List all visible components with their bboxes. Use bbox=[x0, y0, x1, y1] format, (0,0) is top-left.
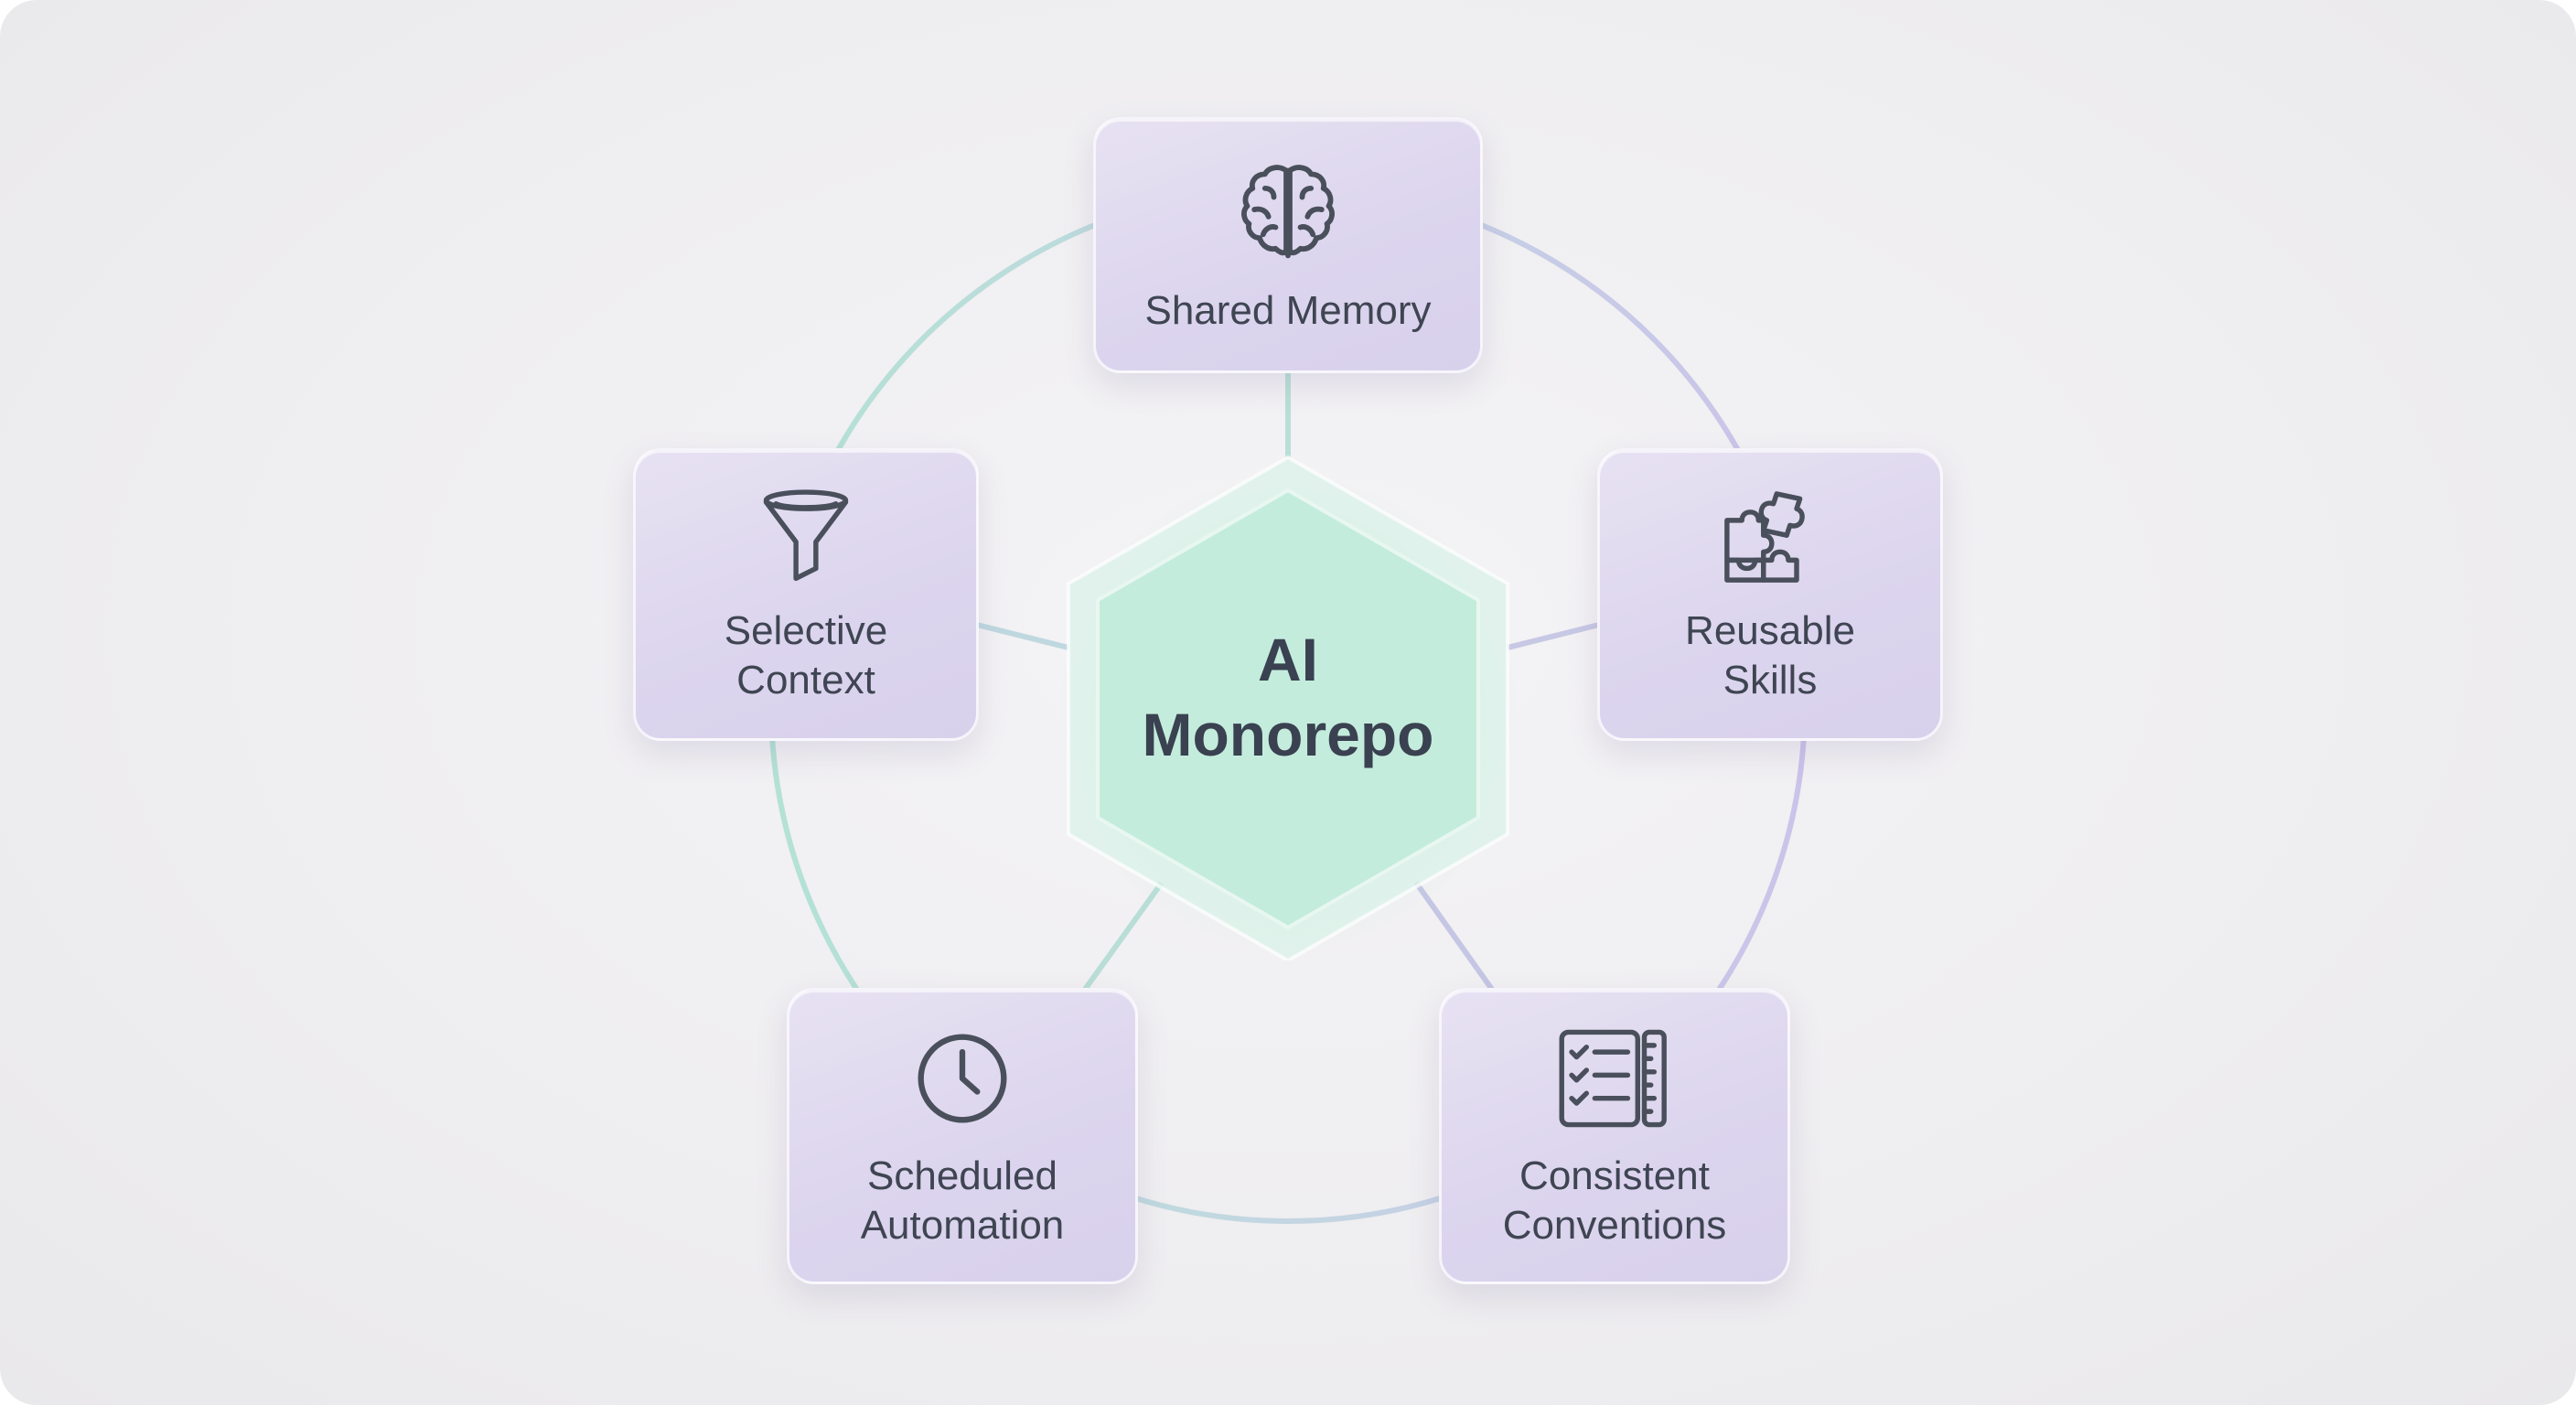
spoke-context bbox=[976, 622, 1069, 650]
node-scheduled-automation-label: Scheduled Automation bbox=[789, 1152, 1135, 1250]
node-shared-memory-label: Shared Memory bbox=[1144, 288, 1432, 333]
funnel-icon bbox=[763, 489, 849, 582]
center-hexagon[interactable] bbox=[1050, 448, 1526, 960]
center-title-line2: Monorepo bbox=[1142, 701, 1434, 768]
node-selective-context[interactable]: Selective Context bbox=[633, 448, 979, 741]
center-title: AI Monorepo bbox=[1068, 622, 1508, 772]
puzzle-icon bbox=[1724, 491, 1805, 583]
node-selective-context-line1: Selective bbox=[724, 608, 888, 653]
node-selective-context-line2: Context bbox=[736, 658, 875, 702]
node-scheduled-automation-line2: Automation bbox=[860, 1203, 1065, 1248]
node-scheduled-automation[interactable]: Scheduled Automation bbox=[787, 988, 1138, 1284]
node-reusable-skills-line1: Reusable bbox=[1685, 608, 1855, 653]
node-selective-context-label: Selective Context bbox=[636, 606, 976, 705]
node-consistent-conventions[interactable]: Consistent Conventions bbox=[1439, 988, 1790, 1284]
node-consistent-conventions-line2: Conventions bbox=[1502, 1203, 1727, 1248]
node-reusable-skills-line2: Skills bbox=[1723, 658, 1818, 702]
node-consistent-conventions-label: Consistent Conventions bbox=[1442, 1152, 1787, 1250]
node-scheduled-automation-line1: Scheduled bbox=[867, 1153, 1057, 1198]
node-reusable-skills[interactable]: Reusable Skills bbox=[1597, 448, 1943, 741]
node-reusable-skills-label: Reusable Skills bbox=[1600, 606, 1940, 705]
node-shared-memory[interactable]: Shared Memory bbox=[1093, 117, 1483, 373]
brain-icon bbox=[1241, 165, 1335, 259]
spoke-skills bbox=[1507, 622, 1600, 650]
center-title-line1: AI bbox=[1258, 626, 1318, 693]
node-consistent-conventions-line1: Consistent bbox=[1519, 1153, 1710, 1198]
checklist-icon bbox=[1559, 1029, 1667, 1128]
clock-icon bbox=[918, 1034, 1007, 1123]
